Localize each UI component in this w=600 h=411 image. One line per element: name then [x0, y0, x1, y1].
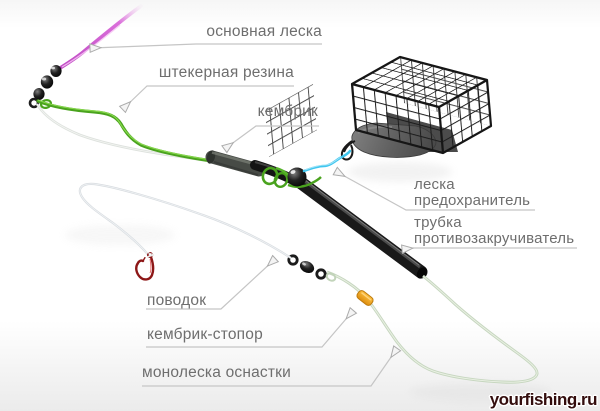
label-antitwist: трубка противозакручиватель: [414, 215, 574, 247]
swivel-bead: [40, 75, 54, 89]
pointer-elastic: [124, 85, 294, 108]
knot-loop: [273, 171, 289, 189]
leader-line: [78, 182, 292, 259]
pointer-rig-mono: [142, 350, 396, 387]
swivel-ring: [287, 254, 299, 266]
label-safety-line-1: леска: [414, 176, 455, 193]
rig-parts: [28, 4, 539, 384]
label-stopper: кембрик-стопор: [147, 326, 263, 343]
cage-top-face: [352, 57, 487, 107]
swivel-ring: [28, 97, 40, 109]
hook-body: [135, 255, 155, 281]
soft-shadows: [65, 162, 550, 401]
hook-knot: [145, 251, 155, 258]
loop-shadow: [410, 383, 550, 401]
elastic-highlight: [37, 99, 261, 169]
cambric-highlight: [211, 151, 259, 167]
elastic-knot: [39, 99, 53, 109]
antitwist-tube: [293, 173, 428, 279]
pointer-antitwist: [404, 248, 577, 249]
label-elastic: штекерная резина: [158, 64, 294, 81]
label-safety-line: леска предохранитель: [414, 177, 530, 209]
rig-mono-loop: [326, 270, 539, 384]
cage-right-face: [439, 80, 491, 153]
knot-loop: [261, 166, 279, 186]
leader-shadow: [65, 225, 175, 245]
stop-bead-highlight: [290, 170, 296, 174]
cage-shadow: [348, 162, 452, 182]
pointer-stopper: [146, 312, 352, 348]
safety-line-highlight: [304, 156, 342, 171]
feeder-cage: [265, 55, 493, 161]
swivel-chain: [28, 65, 62, 109]
antitwist-glint: [296, 173, 420, 266]
watermark: yourfishing.ru: [489, 390, 598, 409]
pointer-leader: [146, 260, 274, 310]
safety-line: [302, 149, 352, 173]
stopper-highlight: [361, 292, 372, 301]
cage-left-face: [265, 84, 317, 157]
label-rig-mono: монолеска оснастки: [142, 364, 292, 381]
label-pointers: [92, 44, 577, 387]
mono-knot: [325, 272, 337, 282]
label-cambric: кембрик: [257, 103, 318, 120]
label-antitwist-1: трубка: [414, 214, 462, 231]
pointer-main-line: [92, 44, 322, 48]
swivel-highlight: [302, 262, 306, 266]
bead-highlight: [41, 77, 47, 81]
label-safety-line-2: предохранитель: [414, 192, 531, 209]
main-line: [55, 4, 143, 72]
leader-swivel: [287, 254, 337, 282]
cage-frame: [350, 55, 493, 155]
weight-wire: [343, 140, 356, 153]
pointer-cambric: [226, 125, 319, 148]
label-main-line: основная леска: [206, 23, 322, 40]
swivel-bead: [33, 88, 45, 100]
stopper-bead: [356, 290, 374, 306]
hook-barb: [142, 256, 146, 262]
label-leader: поводок: [147, 292, 207, 309]
antitwist-body: [293, 175, 428, 279]
bead-highlight: [51, 66, 55, 70]
swivel-barrel: [299, 261, 315, 273]
stopper-body: [356, 290, 374, 306]
pointer-safety-line: [337, 172, 535, 211]
cambric-shade: [213, 161, 259, 176]
knot-strand: [287, 176, 322, 188]
swivel-ring: [315, 268, 327, 280]
label-antitwist-2: противозакручиватель: [414, 230, 575, 247]
elastic-line: [36, 99, 264, 172]
leader-line-core: [79, 183, 292, 259]
hook: [135, 251, 155, 281]
weight-wire-loop: [340, 140, 354, 161]
rig-mono-core: [326, 271, 538, 383]
cage-front-face: [352, 84, 443, 153]
antitwist-highlight: [297, 174, 421, 269]
hook-highlight: [149, 258, 152, 274]
